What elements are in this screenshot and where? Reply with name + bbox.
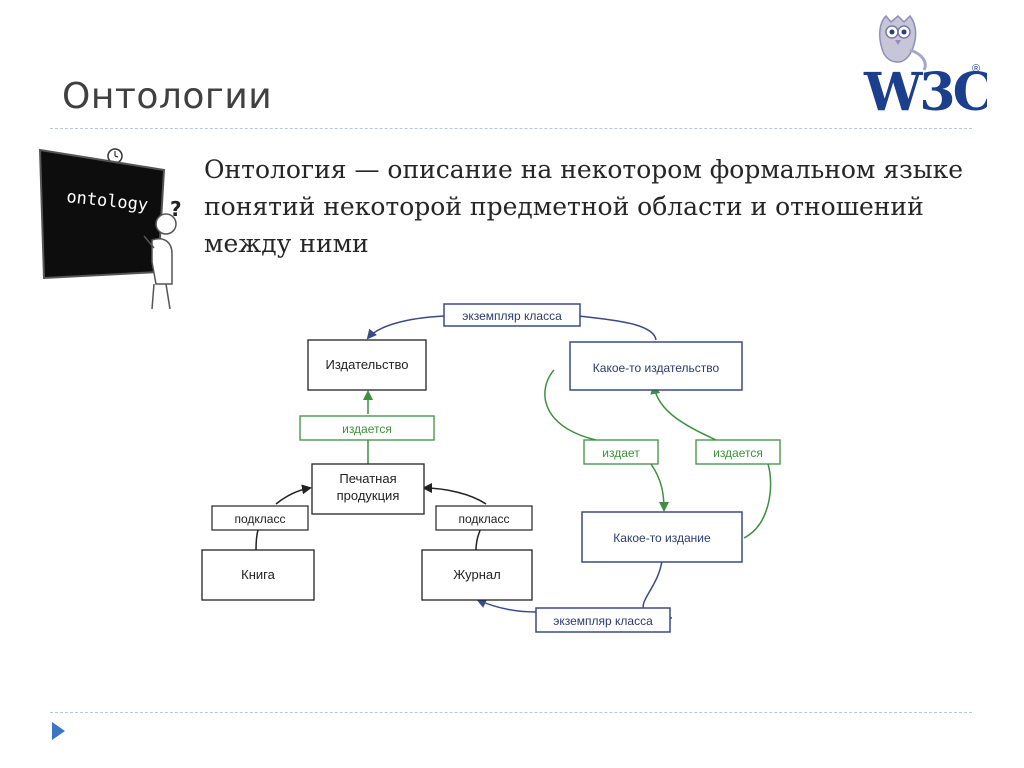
edge-instance-top-b bbox=[366, 315, 445, 340]
label-publishes-text: издает bbox=[602, 446, 640, 460]
node-some-publisher-label: Какое-то издательство bbox=[593, 361, 720, 375]
node-printed-line2: продукция bbox=[337, 488, 400, 503]
person-figure bbox=[143, 213, 177, 310]
edge-instance-bottom-b bbox=[476, 598, 537, 613]
ontology-diagram: Издательство Печатная продукция Книга Жу… bbox=[196, 296, 796, 646]
label-instance-bottom-text: экземпляр класса bbox=[553, 614, 653, 628]
label-publishes: издает bbox=[583, 439, 659, 465]
edge-instance-top-a bbox=[578, 315, 657, 341]
node-publisher-label: Издательство bbox=[326, 357, 409, 372]
bottom-divider bbox=[50, 712, 972, 713]
node-magazine-label: Журнал bbox=[453, 567, 500, 582]
label-instance-top-text: экземпляр класса bbox=[462, 309, 562, 323]
definition-text: Онтология — описание на некотором формал… bbox=[204, 155, 964, 258]
label-published-by-left-text: издается bbox=[342, 422, 392, 436]
owl-icon bbox=[879, 14, 927, 71]
question-mark: ? bbox=[170, 197, 182, 221]
label-subclass-right: подкласс bbox=[435, 505, 533, 531]
label-subclass-left: подкласс bbox=[211, 505, 309, 531]
slide-title: Онтологии bbox=[62, 76, 273, 117]
edge-publishes-b bbox=[650, 463, 669, 512]
node-printed-products: Печатная продукция bbox=[311, 463, 425, 515]
edge-subclass-left-b bbox=[275, 484, 312, 505]
top-divider bbox=[50, 128, 972, 129]
node-book: Книга bbox=[201, 549, 315, 601]
edge-subclass-right-b bbox=[422, 483, 487, 505]
label-published-by-right-text: издается bbox=[713, 446, 763, 460]
label-published-by-right: издается bbox=[695, 439, 781, 465]
w3c-logo: W3C ® bbox=[862, 10, 995, 125]
node-some-edition: Какое-то издание bbox=[581, 511, 743, 563]
label-subclass-right-text: подкласс bbox=[459, 512, 510, 526]
label-instance-top: экземпляр класса bbox=[443, 303, 581, 327]
label-published-by-left: издается bbox=[299, 415, 435, 441]
label-instance-bottom: экземпляр класса bbox=[535, 607, 671, 633]
node-magazine: Журнал bbox=[421, 549, 533, 601]
registered-mark: ® bbox=[972, 63, 980, 75]
node-publisher: Издательство bbox=[307, 339, 427, 391]
edge-publishes-a bbox=[544, 369, 597, 441]
edge-published-by-right-b bbox=[650, 384, 717, 441]
node-some-publisher: Какое-то издательство bbox=[569, 341, 743, 391]
node-some-edition-label: Какое-то издание bbox=[613, 531, 711, 545]
w3c-logo-text: W3C bbox=[863, 62, 987, 120]
label-subclass-left-text: подкласс bbox=[235, 512, 286, 526]
next-slide-arrow-icon[interactable] bbox=[52, 722, 65, 740]
edge-published-by-right-a bbox=[743, 463, 772, 539]
clock-icon bbox=[107, 148, 123, 164]
node-book-label: Книга bbox=[241, 567, 275, 582]
ontology-clipart: ontology ? bbox=[38, 144, 188, 319]
node-printed-line1: Печатная bbox=[339, 471, 396, 486]
